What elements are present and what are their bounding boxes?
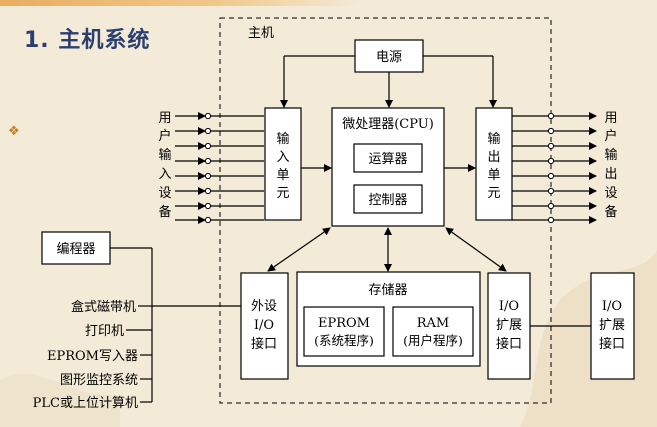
input-signal-lines — [175, 112, 264, 224]
ram-sub-label: (用户程序) — [403, 333, 463, 348]
io-expand-external-line-3: 接口 — [599, 336, 625, 352]
ext-io-box — [240, 272, 289, 380]
ram-box — [392, 306, 474, 357]
bullet-icon: ❖ — [8, 124, 20, 139]
user-output-char-3: 输 — [604, 147, 617, 163]
user-output-char-6: 备 — [604, 204, 617, 220]
io-expand-internal-line-2: 扩展 — [496, 318, 522, 333]
eprom-label: EPROM — [318, 316, 370, 331]
io-expand-external-line-2: 扩展 — [599, 318, 625, 333]
alu-box — [353, 143, 423, 173]
user-input-char-2: 户 — [158, 128, 171, 144]
io-expand-internal-line-1: I/O — [499, 299, 519, 314]
output-unit-char-2: 出 — [487, 150, 500, 165]
input-unit-char-4: 元 — [276, 186, 289, 201]
ext-io-line-2: I/O — [254, 318, 274, 333]
memory-title: 存储器 — [368, 283, 407, 298]
user-output-char-4: 出 — [604, 167, 617, 182]
user-input-char-1: 用 — [158, 111, 171, 126]
title-strip-decoration — [0, 0, 360, 6]
input-unit-char-2: 入 — [276, 150, 289, 165]
eprom-box — [303, 306, 385, 357]
ext-io-line-3: 接口 — [251, 336, 277, 352]
alu-label: 运算器 — [368, 152, 407, 167]
io-expand-internal-line-3: 接口 — [496, 336, 522, 352]
power-label: 电源 — [376, 50, 402, 65]
programmer-label: 编程器 — [56, 242, 95, 257]
eprom-sub-label: (系统程序) — [314, 333, 374, 348]
output-unit-char-4: 元 — [487, 186, 500, 201]
user-input-char-3: 输 — [158, 147, 171, 163]
user-input-char-5: 设 — [158, 186, 171, 201]
host-boundary — [219, 17, 552, 404]
peripheral-plc-host: PLC或上位计算机 — [33, 396, 138, 411]
cpu-title: 微处理器(CPU) — [342, 117, 434, 132]
user-output-char-1: 用 — [604, 111, 617, 126]
output-unit-char-3: 单 — [487, 168, 500, 183]
controller-box — [353, 184, 423, 214]
bus-cpu-ext-io — [267, 227, 331, 272]
programmer-box — [41, 231, 111, 265]
input-unit-char-3: 单 — [276, 168, 289, 183]
peripheral-cassette: 盒式磁带机 — [71, 299, 136, 315]
user-input-char-4: 入 — [158, 167, 171, 182]
bus-cpu-io-expand — [445, 227, 507, 272]
io-expand-internal-box — [487, 272, 531, 380]
user-output-char-5: 设 — [604, 186, 617, 201]
peripheral-eprom-writer: EPROM写入器 — [47, 349, 138, 364]
host-label: 主机 — [248, 26, 274, 41]
output-unit-char-1: 输 — [487, 131, 500, 147]
peripheral-printer: 打印机 — [85, 324, 124, 339]
ram-label: RAM — [417, 316, 450, 331]
io-expand-external-line-1: I/O — [602, 299, 622, 314]
input-unit-char-1: 输 — [276, 131, 289, 147]
output-signal-lines — [512, 112, 597, 224]
controller-label: 控制器 — [368, 193, 407, 208]
user-input-char-6: 备 — [158, 204, 171, 220]
ext-io-line-1: 外设 — [251, 299, 277, 314]
io-expand-external-box — [590, 272, 635, 380]
peripheral-graphic-monitor: 图形监控系统 — [60, 373, 138, 388]
output-unit-box — [475, 107, 513, 221]
user-output-char-2: 户 — [604, 128, 617, 144]
slide-heading: 1. 主机系统 — [24, 28, 151, 53]
input-unit-box — [264, 107, 302, 221]
